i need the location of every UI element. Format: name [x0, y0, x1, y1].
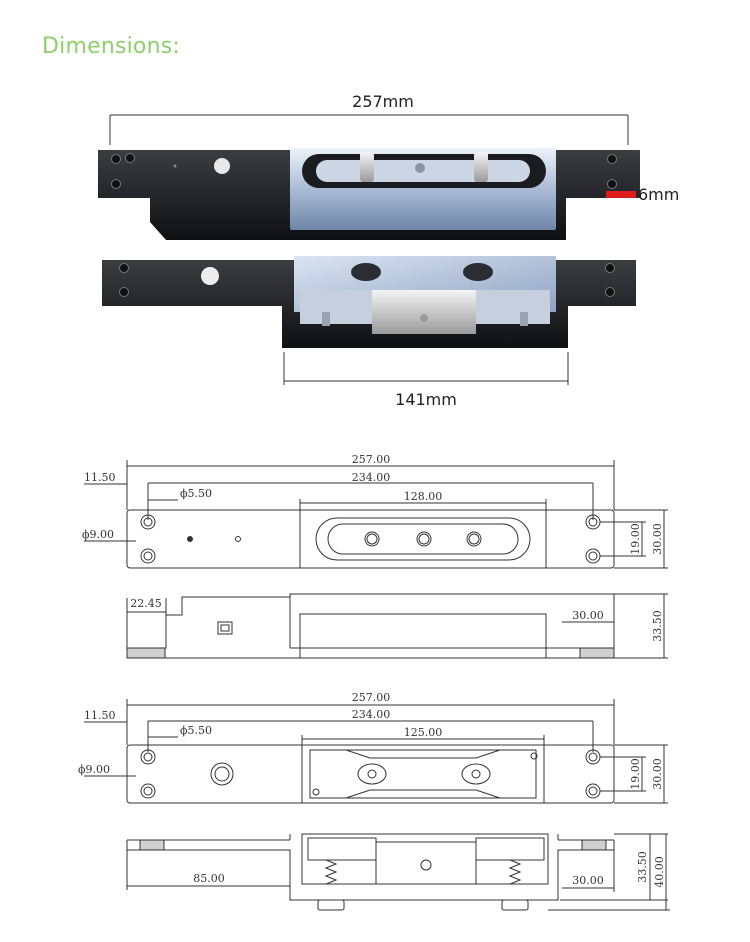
d2-plate-width: 30.00: [651, 758, 664, 790]
thickness-marker: [606, 191, 636, 198]
d1-step: 22.45: [130, 597, 162, 610]
body-dimension: [283, 352, 569, 385]
d1-overall: 257.00: [352, 453, 391, 466]
d1-hole-diameter: ϕ5.50: [180, 487, 212, 500]
d1-counterbore: ϕ9.00: [82, 528, 114, 541]
d1-end-offset: 11.50: [84, 471, 116, 484]
d2-hole-spacing: 234.00: [352, 708, 391, 721]
d2-counterbore: ϕ9.00: [78, 763, 110, 776]
d1-height: 33.50: [651, 610, 664, 642]
length-dimension: [109, 114, 629, 145]
d2-end-offset: 11.50: [84, 709, 116, 722]
d2-hole-pitch: 19.00: [629, 758, 642, 790]
d1-plate-width: 30.00: [651, 523, 664, 555]
d2-flange-length: 85.00: [193, 872, 225, 885]
drawing2-side-view: [126, 833, 670, 911]
drawing2-top-view: [84, 699, 668, 804]
d2-body-height: 33.50: [636, 851, 649, 883]
d2-hole-diameter: ϕ5.50: [180, 724, 212, 737]
d2-overall: 257.00: [352, 691, 391, 704]
d1-hole-spacing: 234.00: [352, 471, 391, 484]
d1-hole-pitch: 19.00: [629, 523, 642, 555]
length-label: 257mm: [352, 92, 414, 111]
body-label: 141mm: [395, 390, 457, 409]
page-title: Dimensions:: [42, 34, 181, 59]
d1-slot-length: 128.00: [404, 490, 443, 503]
strike-plate-photo: [102, 256, 636, 348]
photo-section: 257mm 6mm: [98, 92, 679, 409]
thickness-label: 6mm: [638, 185, 679, 204]
lock-body-photo: [98, 148, 640, 240]
drawing1-side-view: [126, 593, 668, 659]
drawing1-top-view: [84, 460, 668, 569]
d2-flange-width: 30.00: [572, 874, 604, 887]
d2-plate-length: 125.00: [404, 726, 443, 739]
d1-flange-width: 30.00: [572, 609, 604, 622]
d2-total-height: 40.00: [653, 856, 666, 888]
